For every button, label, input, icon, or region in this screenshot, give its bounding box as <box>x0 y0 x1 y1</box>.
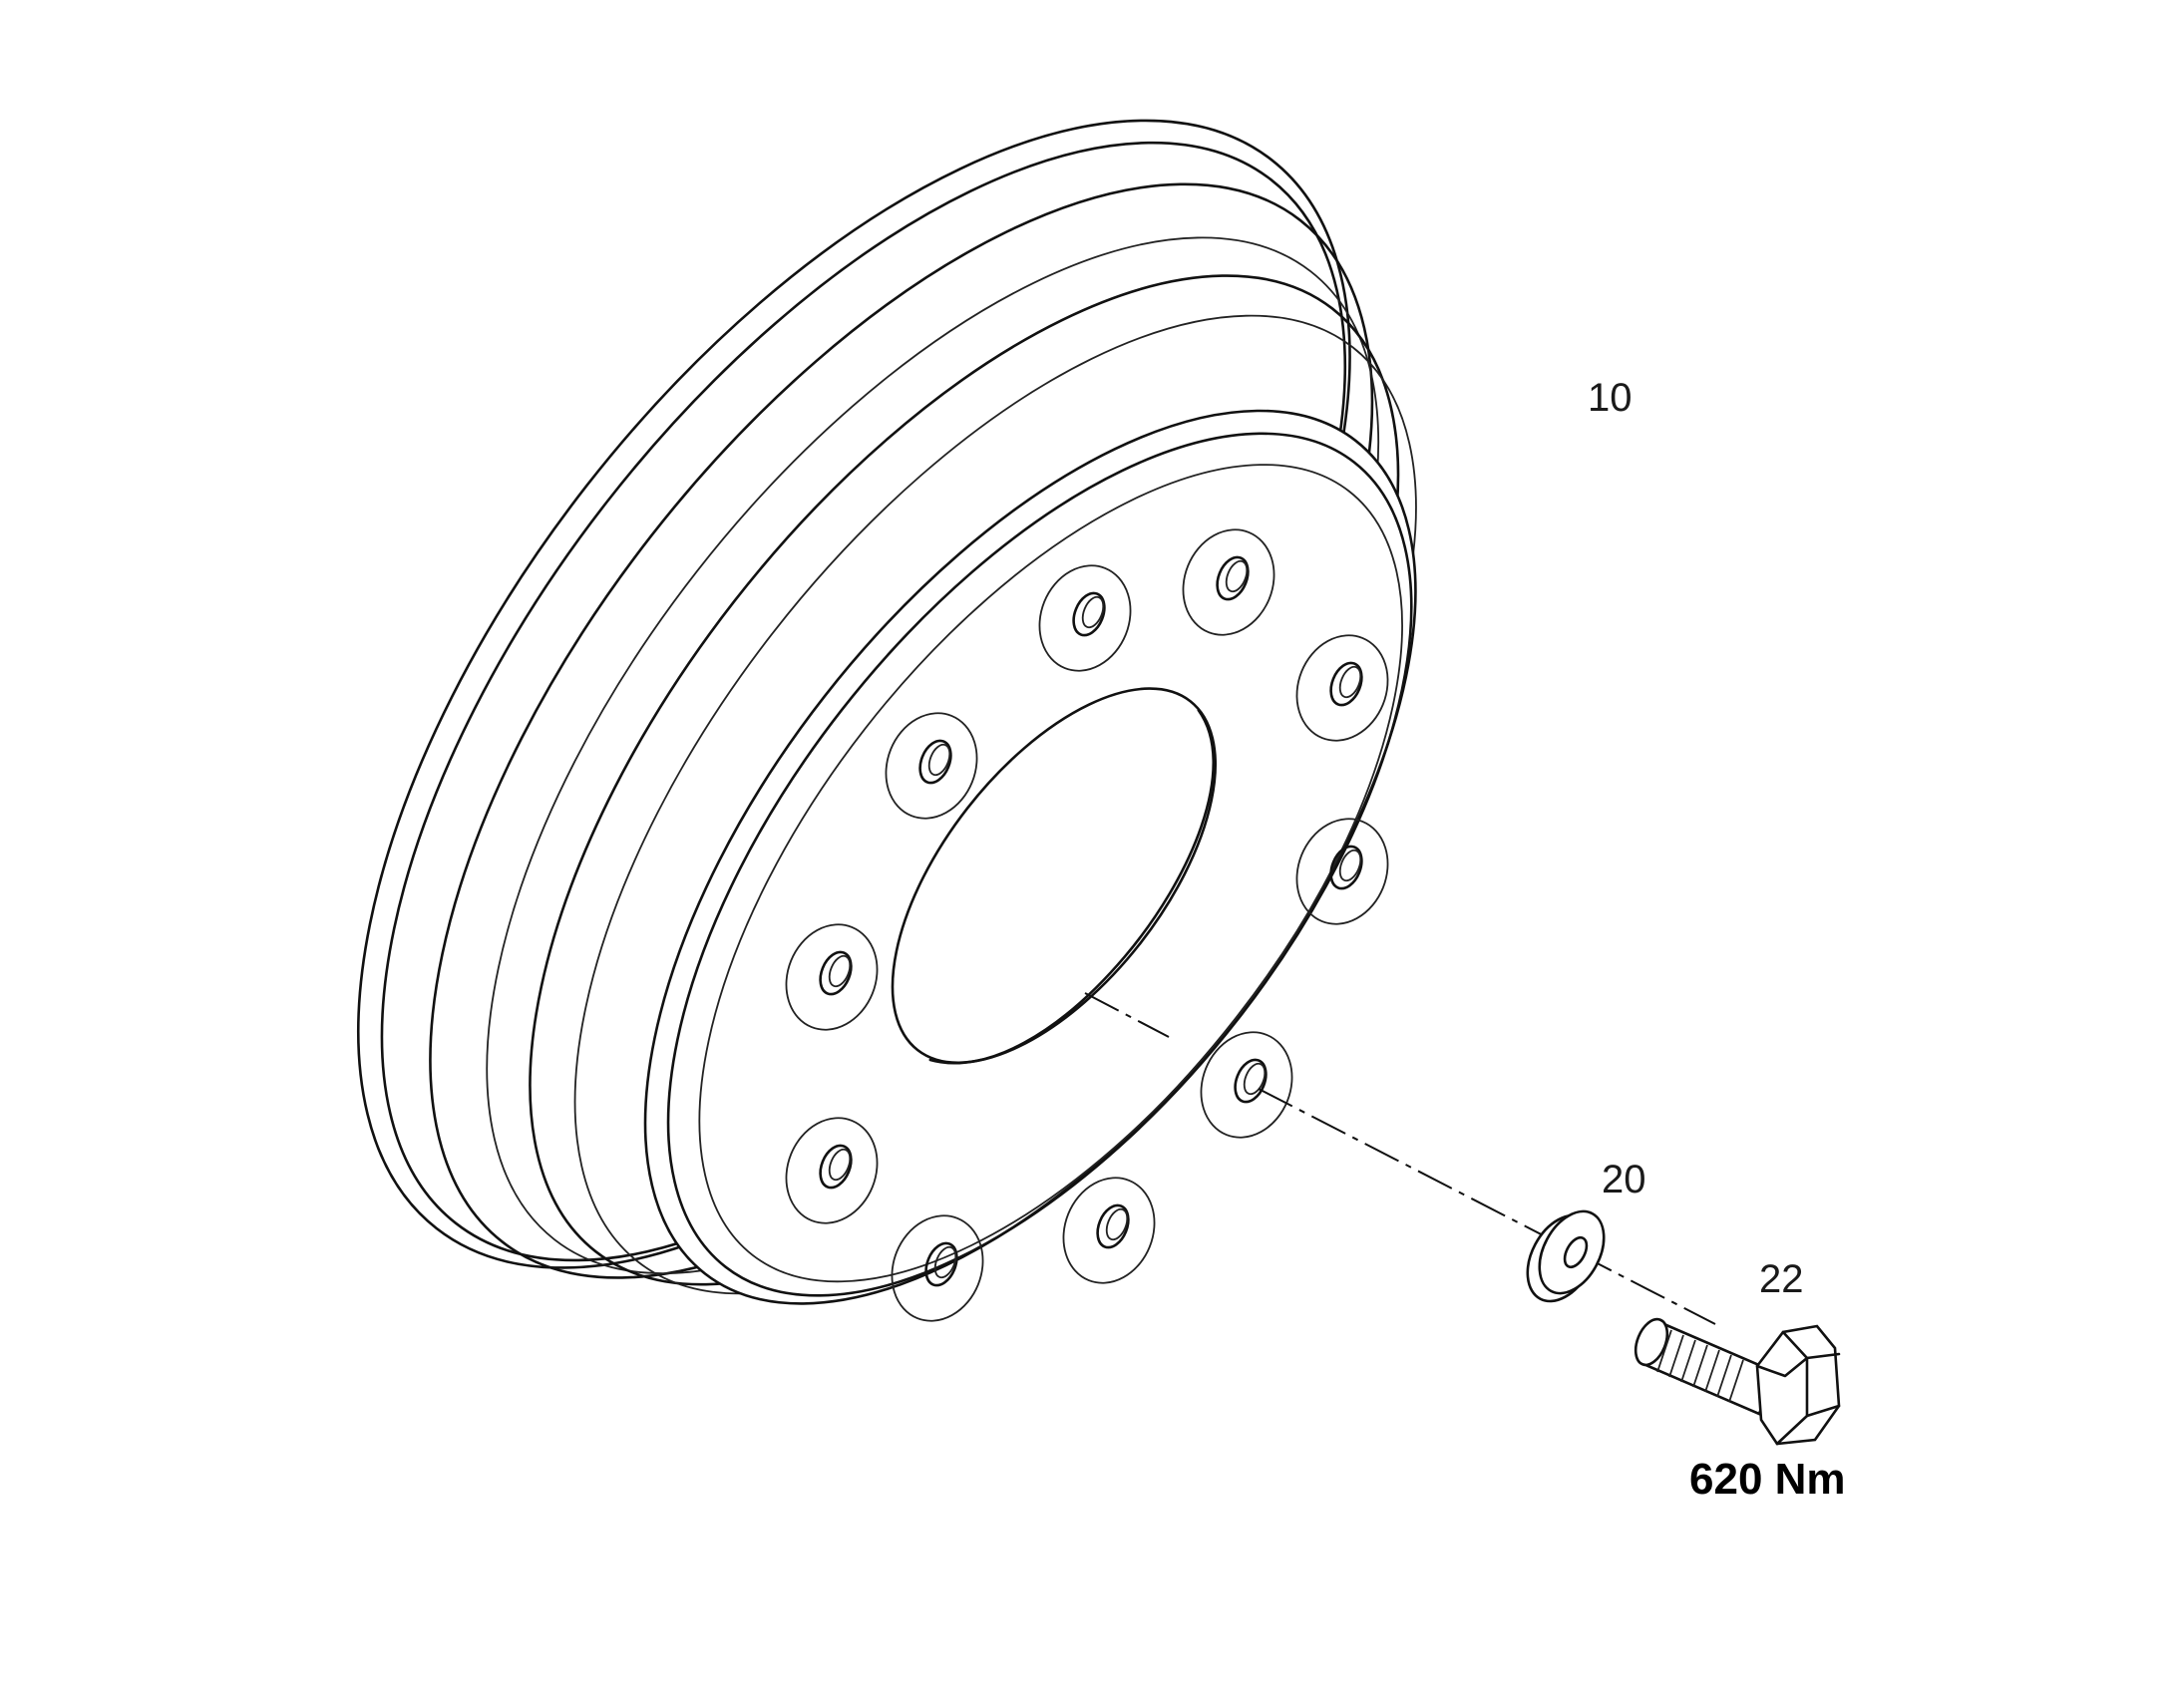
bolt-hole <box>1182 528 1275 636</box>
callout-rim: 10 <box>1588 376 1633 420</box>
bolt-hole <box>1200 1031 1293 1139</box>
bolt-hole <box>785 923 879 1031</box>
center-axis-line <box>1084 992 1170 1038</box>
callout-bolt: 22 <box>1759 1257 1804 1301</box>
bolt-hole <box>891 1214 984 1322</box>
bolt-hole <box>785 1117 879 1224</box>
torque-spec: 620 Nm <box>1689 1455 1846 1504</box>
callout-washer: 20 <box>1602 1158 1646 1201</box>
wheel-rim <box>357 119 1417 1305</box>
hex-bolt <box>1634 1317 1841 1446</box>
bolt-hole <box>1295 818 1389 925</box>
bolt-hole <box>1062 1177 1156 1284</box>
bolt-hole-pattern <box>785 528 1389 1322</box>
bolt-hole <box>885 712 978 820</box>
bolt-hole <box>1295 634 1389 742</box>
washer <box>1526 1209 1606 1303</box>
assembly-axis-line <box>1258 1088 1716 1325</box>
bolt-hole <box>1038 564 1132 672</box>
